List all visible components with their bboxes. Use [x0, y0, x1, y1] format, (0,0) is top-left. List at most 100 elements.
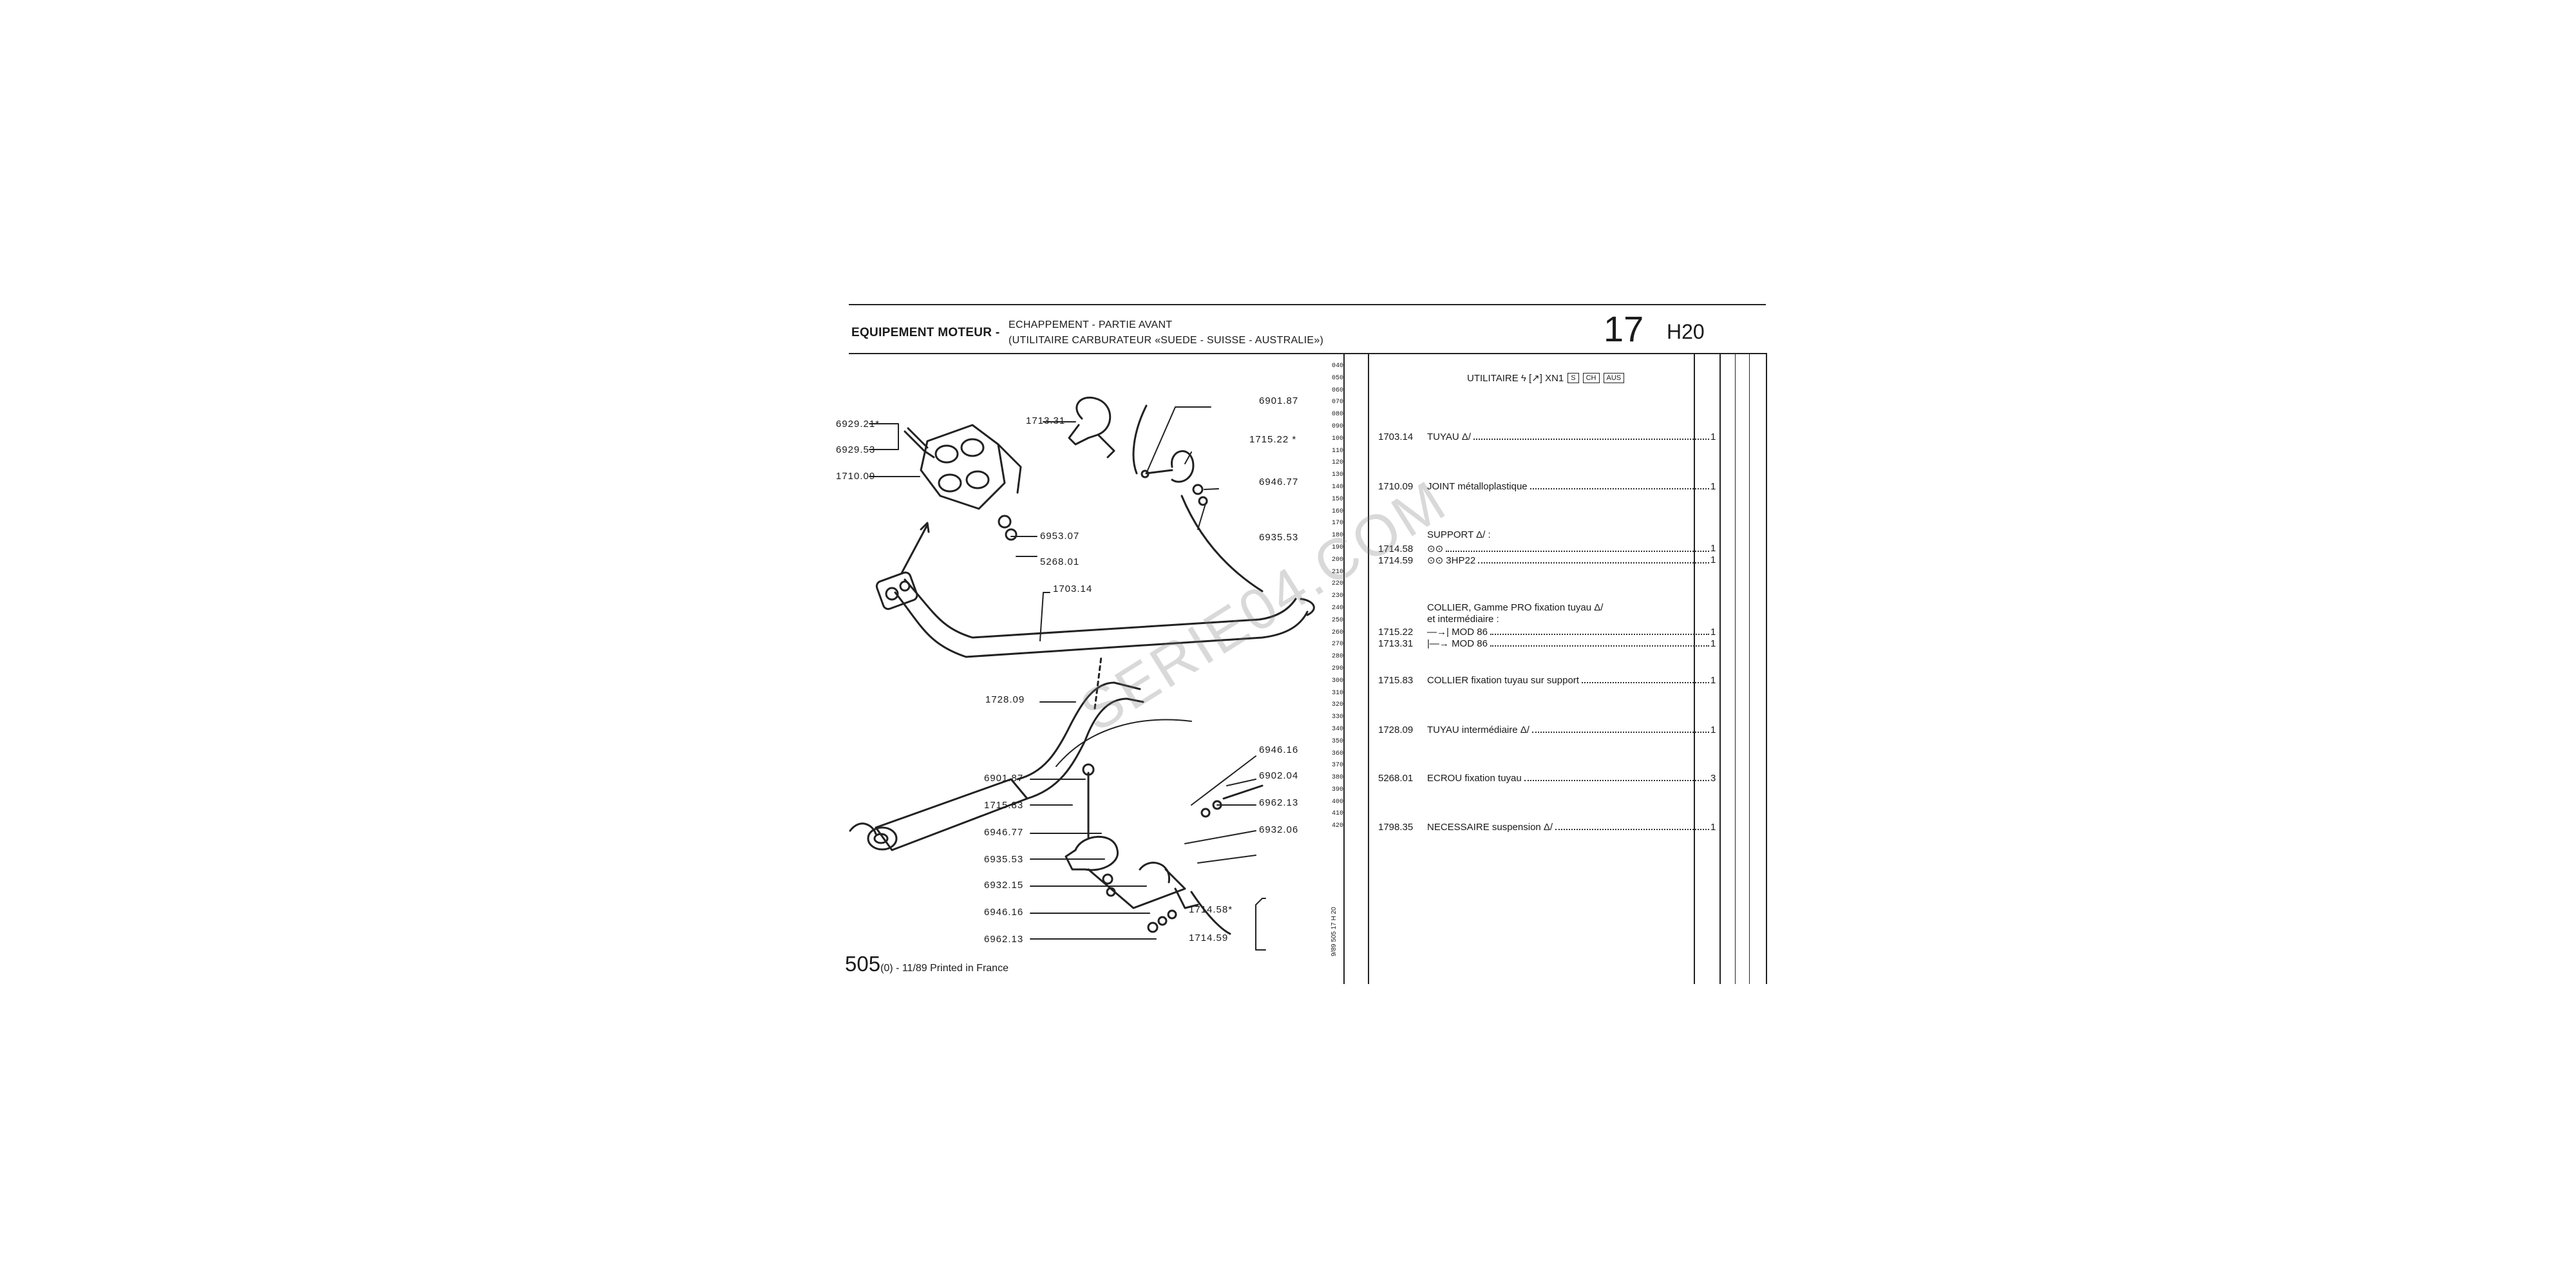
part-qty: 1	[1710, 543, 1716, 554]
part-row: 1714.58 ⊙⊙ 1	[1378, 543, 1716, 554]
scale-number: 300	[1331, 677, 1343, 685]
callout-label: 6932.06	[1259, 824, 1299, 835]
part-ref: 1715.22	[1378, 627, 1414, 638]
variant-box-sweden: S	[1567, 373, 1579, 383]
scale-number: 080	[1331, 411, 1343, 419]
callout-label: 6946.77	[984, 827, 1024, 838]
part-desc: —→| MOD 86	[1427, 627, 1488, 638]
subtitle-line-2: (UTILITAIRE CARBURATEUR «SUEDE - SUISSE …	[1009, 335, 1324, 346]
qty-column-right-rule	[1719, 353, 1721, 984]
scale-number: 370	[1331, 762, 1343, 770]
scale-number: 250	[1331, 616, 1343, 624]
page-number: 17	[1604, 308, 1644, 349]
scale-number: 220	[1331, 580, 1343, 588]
callout-label: 1715.83	[984, 800, 1024, 811]
part-ref: 1714.58	[1378, 544, 1414, 554]
part-ref: 1798.35	[1378, 822, 1414, 833]
callout-label: 6929.21*	[836, 419, 880, 430]
scale-number: 050	[1331, 374, 1343, 382]
scale-number: 180	[1331, 532, 1343, 540]
part-qty: 1	[1710, 675, 1716, 686]
callout-label: 6932.15	[984, 880, 1024, 891]
clamp-1713-31	[1075, 396, 1112, 439]
scale-number: 390	[1331, 786, 1343, 793]
qty-column-left-rule	[1694, 353, 1695, 984]
part-desc: ⊙⊙	[1427, 544, 1444, 554]
variant-box-australia: AUS	[1603, 373, 1625, 383]
scale-number: 230	[1331, 592, 1343, 600]
scale-number: 110	[1331, 447, 1343, 455]
part-ref: 5268.01	[1378, 773, 1414, 784]
scale-number: 320	[1331, 701, 1343, 709]
scale-number: 410	[1331, 810, 1343, 818]
part-row: 1715.22 —→| MOD 86 1	[1378, 627, 1716, 638]
callout-label: 6935.53	[984, 854, 1024, 865]
manifold-gasket-1710-09	[920, 424, 1006, 510]
support-bracket	[1074, 835, 1119, 871]
callout-label: 6929.53	[836, 444, 876, 455]
column-rule-3	[1735, 353, 1736, 984]
part-qty: 1	[1710, 481, 1716, 492]
part-row: 1703.14 TUYAU Δ/1	[1378, 431, 1716, 442]
part-ref: 1703.14	[1378, 431, 1414, 442]
header-bottom-rule	[849, 353, 1766, 354]
part-row: et intermédiaire :	[1378, 614, 1713, 625]
variant-box-switzerland: CH	[1582, 373, 1600, 383]
scale-number: 270	[1331, 641, 1343, 649]
callout-label: 6946.77	[1259, 477, 1299, 488]
scale-number: 290	[1331, 665, 1343, 672]
intermediate-pipe-1728-09	[1016, 681, 1115, 781]
scale-number: 210	[1331, 568, 1343, 576]
scale-number: 070	[1331, 399, 1343, 406]
callout-label: 1715.22 *	[1249, 434, 1297, 445]
part-desc: SUPPORT Δ/ :	[1427, 529, 1491, 540]
callout-label: 6962.13	[984, 934, 1024, 945]
part-row: SUPPORT Δ/ :	[1378, 529, 1713, 540]
part-qty: 1	[1710, 431, 1716, 442]
scale-number: 280	[1331, 653, 1343, 661]
scale-number: 090	[1331, 422, 1343, 430]
scale-number: 400	[1331, 798, 1343, 806]
exhaust-exploded-diagram	[849, 396, 1315, 951]
part-desc: TUYAU intermédiaire Δ/	[1427, 724, 1530, 735]
part-ref: 1728.09	[1378, 724, 1414, 735]
front-pipe-1703-14	[894, 591, 1309, 658]
scale-number: 240	[1331, 604, 1343, 612]
callout-label: 1710.09	[836, 471, 876, 482]
part-desc: TUYAU Δ/	[1427, 431, 1472, 442]
scale-number: 170	[1331, 520, 1343, 527]
part-desc: |—→ MOD 86	[1427, 638, 1488, 649]
part-qty: 1	[1710, 822, 1716, 833]
callout-label: 1714.58*	[1189, 904, 1233, 915]
variant-header: UTILITAIRE ϟ [↗] XN1 S CH AUS	[1467, 372, 1625, 384]
column-rule-5	[1766, 353, 1767, 984]
footer-text: (0) - 11/89 Printed in France	[880, 963, 1009, 974]
part-desc: ECROU fixation tuyau	[1427, 773, 1522, 784]
part-row: COLLIER, Gamme PRO fixation tuyau Δ/	[1378, 602, 1713, 613]
footer-model: 505	[845, 952, 881, 976]
diagram-right-rule	[1343, 353, 1345, 984]
header-top-rule	[849, 304, 1766, 305]
stud-6929	[904, 430, 925, 452]
scale-number: 310	[1331, 689, 1343, 697]
scale-number: 190	[1331, 544, 1343, 551]
callout-label: 1713.31	[1026, 415, 1066, 426]
scale-number: 160	[1331, 507, 1343, 515]
part-qty: 1	[1710, 627, 1716, 638]
scale-number: 420	[1331, 822, 1343, 830]
variant-label: UTILITAIRE ϟ [↗] XN1	[1467, 373, 1564, 384]
pipe-inlet-flange	[875, 571, 918, 611]
scale-number: 380	[1331, 774, 1343, 782]
footer: 505(0) - 11/89 Printed in France	[845, 952, 1009, 976]
callout-label: 6946.16	[984, 907, 1024, 918]
callout-label: 6946.16	[1259, 744, 1299, 755]
scale-number: 340	[1331, 725, 1343, 733]
part-desc: et intermédiaire :	[1427, 614, 1499, 625]
part-desc: JOINT métalloplastique	[1427, 481, 1528, 492]
scale-number: 130	[1331, 471, 1343, 479]
